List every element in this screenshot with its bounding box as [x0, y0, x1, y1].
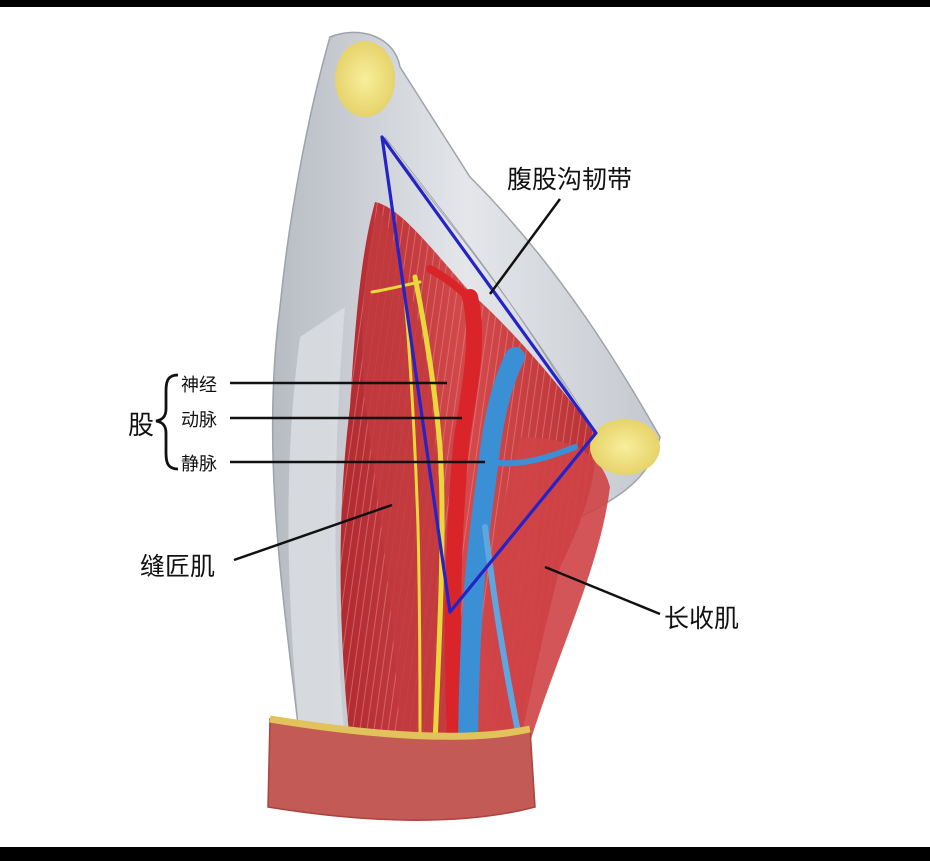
label-femoral: 股	[128, 411, 155, 441]
label-sartorius: 缝匠肌	[140, 552, 216, 581]
label-nerve: 神经	[181, 375, 217, 396]
label-artery: 动脉	[181, 410, 217, 431]
diagram-canvas: 腹股沟韧带 股 神经 动脉 静脉 缝匠肌 长收肌	[0, 7, 930, 847]
leader-inguinal-ligament	[488, 198, 562, 295]
femoral-nerve	[412, 274, 445, 745]
anatomy-illustration	[155, 31, 661, 821]
label-vein: 静脉	[181, 454, 217, 475]
sartorius-muscle	[362, 207, 450, 742]
femoral-vein	[458, 347, 525, 752]
label-inguinal-ligament: 腹股沟韧带	[507, 165, 633, 194]
leader-adductor-longus	[544, 565, 661, 616]
leader-sartorius	[233, 503, 393, 562]
label-adductor-longus: 长收肌	[664, 604, 740, 633]
group-brace	[155, 373, 179, 471]
pubic-tubercle	[590, 419, 660, 475]
femoral-triangle-outline	[380, 135, 598, 614]
iliac-spine	[335, 41, 395, 117]
fascia-left-strip	[288, 307, 345, 742]
